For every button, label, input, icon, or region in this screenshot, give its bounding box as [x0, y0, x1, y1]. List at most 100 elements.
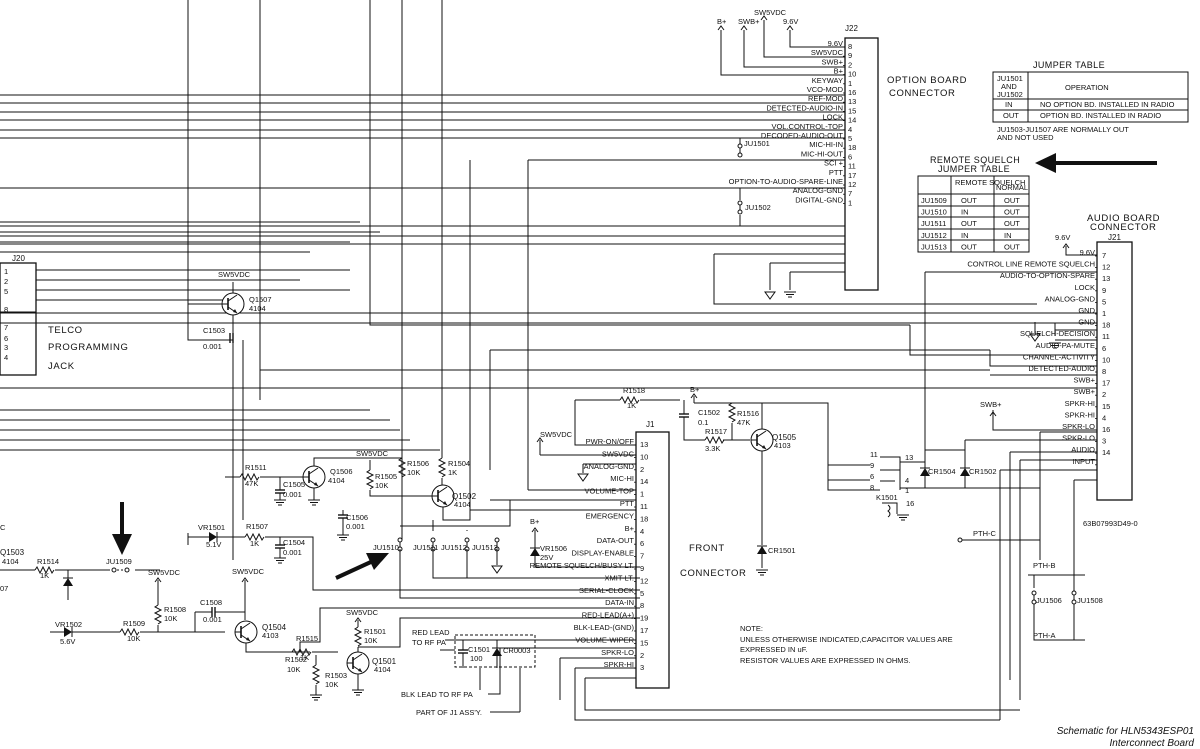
svg-text:JU1501: JU1501: [744, 139, 770, 148]
svg-text:6: 6: [870, 472, 874, 481]
squelch-row-remote: OUT: [961, 242, 977, 251]
svg-text:JU1508: JU1508: [1077, 596, 1103, 605]
svg-text:0.001: 0.001: [203, 342, 222, 351]
svg-text:OPERATION: OPERATION: [1065, 83, 1109, 92]
j21-title-2: CONNECTOR: [1090, 222, 1156, 233]
j21-pin-number: 2: [1102, 390, 1106, 399]
ju1512-label: JU1512: [441, 543, 467, 552]
vr1506: B+ VR1506 25V: [529, 517, 640, 568]
j22-pin-label: DIGITAL-GND: [795, 195, 843, 204]
j21-pin-label: LOCK: [1075, 283, 1095, 292]
caption-line-2: Interconnect Board: [1110, 738, 1195, 749]
j22-pin-label: KEYWAY: [812, 76, 843, 85]
j22-pin-number: 17: [848, 171, 856, 180]
j22-pin-number: 15: [848, 106, 856, 115]
j22-supply-swbplus: SWB+: [738, 17, 760, 26]
svg-text:SW5VDC: SW5VDC: [346, 608, 379, 617]
svg-text:SW5VDC: SW5VDC: [148, 568, 181, 577]
svg-text:25V: 25V: [540, 553, 553, 562]
j1-title-2: CONNECTOR: [680, 568, 746, 579]
svg-text:C1504: C1504: [283, 538, 305, 547]
svg-text:13: 13: [905, 453, 913, 462]
svg-text:Q1507: Q1507: [249, 295, 272, 304]
j21-pin-label: AUDIO: [1071, 445, 1095, 454]
svg-text:10K: 10K: [325, 680, 338, 689]
j1-pin-number: 7: [640, 552, 644, 561]
j21-pin-label: CHANNEL-ACTIVITY: [1023, 352, 1095, 361]
svg-text:47K: 47K: [737, 418, 750, 427]
j21-pin-label: SWB+: [1074, 387, 1096, 396]
svg-text:JU1506: JU1506: [1036, 596, 1062, 605]
q1506-q1502-area: Q1506 4104 R1511 47K C1505 0.001 SW5VDC …: [225, 0, 477, 541]
j1-pin-number: 18: [640, 514, 648, 523]
svg-text:R1518: R1518: [623, 386, 645, 395]
j22-pin-label: PTT: [829, 168, 844, 177]
squelch-row-remote: OUT: [961, 219, 977, 228]
k1501-relay: 11 9 6 8 13 4 1 16 K1501 CR1504 CR1502: [827, 449, 1040, 521]
j22-pin-label: REF-MOD: [808, 94, 844, 103]
j22-pin-number: 6: [848, 152, 852, 161]
svg-text:0.001: 0.001: [346, 522, 365, 531]
svg-text:R1507: R1507: [246, 522, 268, 531]
j21-pin-label: GND: [1078, 306, 1095, 315]
svg-text:R1515: R1515: [296, 634, 318, 643]
j22-pin-number: 9: [848, 51, 852, 60]
svg-text:R1503: R1503: [325, 671, 347, 680]
j21-pin-number: 16: [1102, 425, 1110, 434]
svg-text:Q1504: Q1504: [262, 623, 287, 632]
j21-pin-label: SWB+: [1074, 376, 1096, 385]
svg-text:CR1501: CR1501: [768, 546, 796, 555]
arrow-to-ju1509: [112, 502, 132, 555]
j1-pin-label: SERIAL-CLOCK: [579, 586, 634, 595]
squelch-table-title-1: REMOTE SQUELCH: [930, 155, 1020, 165]
svg-text:TO RF PA: TO RF PA: [412, 638, 446, 647]
svg-text:R1504: R1504: [448, 459, 470, 468]
j21-pin-label: SPKR-LO: [1062, 434, 1095, 443]
ju1502-jumper: JU1502: [737, 200, 771, 215]
j20-pin-number: 1: [4, 267, 8, 276]
j22-ref: J22: [845, 24, 858, 33]
svg-text:Q1503: Q1503: [0, 548, 25, 557]
j1-pin-number: 4: [640, 527, 644, 536]
j1-pin-label: ANALOG-GND: [584, 462, 635, 471]
j22-pin-number: 8: [848, 42, 852, 51]
svg-text:47K: 47K: [245, 479, 258, 488]
svg-text:BLK LEAD TO RF PA: BLK LEAD TO RF PA: [401, 690, 473, 699]
j1-pin-label: SPKR-HI: [604, 660, 634, 669]
j22-pin-label: 9.6V: [828, 39, 843, 48]
j1-pin-label: VOLUME-TOP: [585, 487, 634, 496]
note-line-2: EXPRESSED IN uF.: [740, 645, 808, 654]
j21-pin-number: 1: [1102, 309, 1106, 318]
squelch-table-title-2: JUMPER TABLE: [938, 164, 1010, 174]
svg-text:NO OPTION BD. INSTALLED IN RAD: NO OPTION BD. INSTALLED IN RADIO: [1040, 100, 1175, 109]
svg-text:JU1501: JU1501: [997, 74, 1023, 83]
j22-pin-number: 7: [848, 189, 852, 198]
j22-pin-number: 1: [848, 198, 852, 207]
j21-swb-supply: SWB+: [980, 400, 1002, 409]
j21-supply: 9.6V: [1055, 233, 1070, 242]
svg-text:B+: B+: [530, 517, 540, 526]
j1-pin-label: PWR-ON/OFF: [586, 437, 635, 446]
j22-pin-number: 12: [848, 180, 856, 189]
j1-pin-label: MIC-HI: [610, 474, 634, 483]
svg-text:0.001: 0.001: [283, 548, 302, 557]
svg-text:4: 4: [905, 476, 909, 485]
svg-text:CR1504: CR1504: [928, 467, 956, 476]
j20-pin-number: 6: [4, 334, 8, 343]
svg-text:4104: 4104: [328, 476, 345, 485]
squelch-row-normal: OUT: [1004, 208, 1020, 217]
note-title: NOTE:: [740, 624, 763, 633]
j22-pin-number: 4: [848, 125, 852, 134]
j21-pin-number: 7: [1102, 251, 1106, 260]
j21-pin-number: 17: [1102, 379, 1110, 388]
j22-pin-label: ANALOG-GND: [793, 186, 844, 195]
j22-pin-number: 18: [848, 143, 856, 152]
remote-squelch-table: REMOTE SQUELCH JUMPER TABLE REMOTE SQUEL…: [917, 155, 1030, 253]
j1-pin-number: 13: [640, 440, 648, 449]
j1-pin-number: 11: [640, 502, 648, 511]
j22-pin-label: DETECTED-AUDIO-IN: [766, 103, 843, 112]
j22-pin-number: 11: [848, 162, 856, 171]
svg-text:C1505: C1505: [283, 480, 305, 489]
telco-label-3: JACK: [48, 361, 75, 372]
